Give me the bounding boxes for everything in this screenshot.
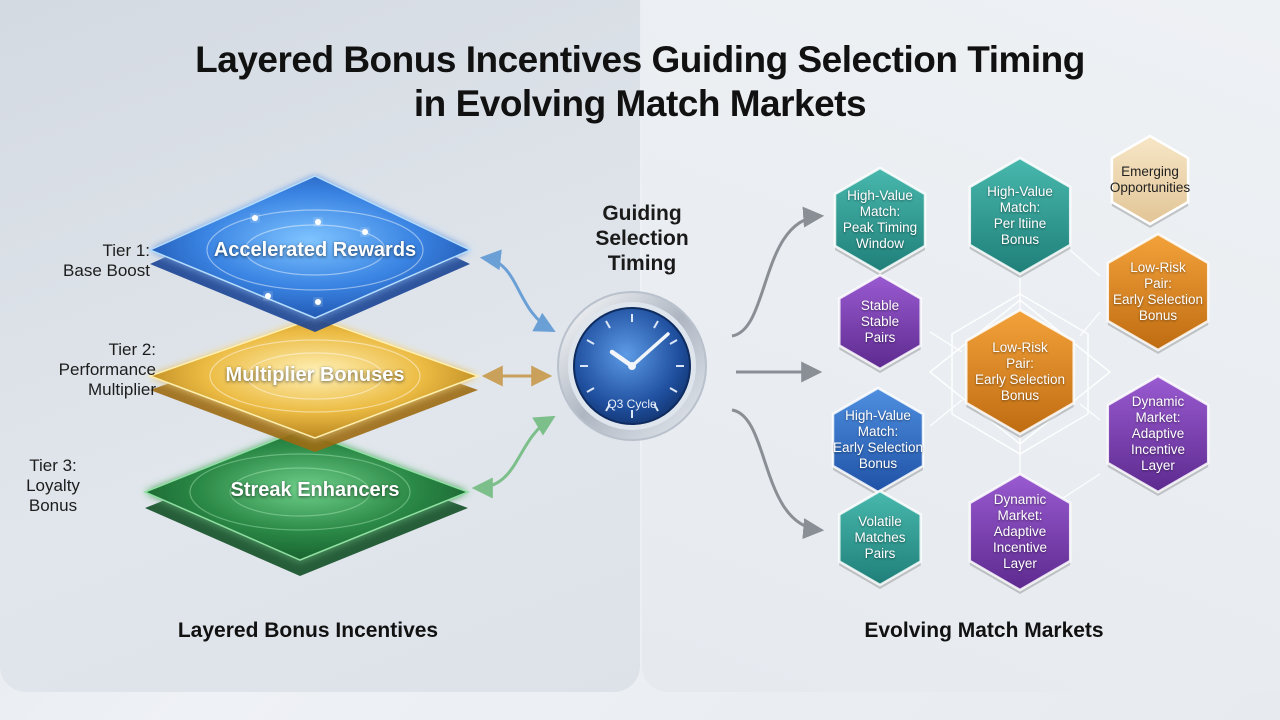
- page-title: Layered Bonus Incentives Guiding Selecti…: [0, 38, 1280, 126]
- market-label-line: Pairs: [864, 330, 896, 345]
- market-label-line: Bonus: [1000, 232, 1040, 247]
- market-label-line: Dynamic: [1131, 394, 1185, 409]
- market-label-line: Bonus: [1138, 308, 1178, 323]
- clock-cycle-label: Q3 Cycle: [607, 397, 657, 411]
- market-label-line: Peak Timing: [842, 220, 918, 235]
- tier-2-line-1: Tier 2:: [108, 340, 156, 359]
- market-label-line: High-Value: [845, 408, 911, 423]
- market-hex-m6[interactable]: [965, 308, 1075, 436]
- market-label-line: High-Value: [987, 184, 1053, 199]
- market-hex-m3[interactable]: [1110, 134, 1190, 226]
- right-section-label: Evolving Match Markets: [864, 619, 1104, 642]
- market-label-line: Stable: [860, 298, 900, 313]
- market-label-line: Early Selection: [1112, 292, 1204, 307]
- tier-1-line-1: Tier 1:: [102, 241, 150, 260]
- market-label-line: Matches: [854, 530, 906, 545]
- layer-1-label: Accelerated Rewards: [213, 239, 417, 261]
- market-label-line: Volatile: [858, 514, 902, 529]
- market-label-line: Early Selection: [832, 440, 924, 455]
- title-line-1: Layered Bonus Incentives Guiding Selecti…: [195, 39, 1085, 80]
- guiding-line-1: Guiding: [602, 202, 682, 225]
- market-hexagons: [831, 134, 1210, 594]
- layer-multiplier-bonuses: [147, 317, 481, 452]
- market-hex-m5[interactable]: [838, 273, 922, 371]
- arrow-clock-to-bottom: [731, 408, 825, 540]
- tier-3-line-3: Bonus: [28, 496, 78, 515]
- market-label-line: Bonus: [858, 456, 898, 471]
- market-label-line: Low-Risk: [992, 340, 1048, 355]
- market-label-line: Market:: [1135, 410, 1181, 425]
- market-label-line: Window: [855, 236, 904, 251]
- market-hex-m10[interactable]: [968, 472, 1072, 592]
- layer-3-label: Streak Enhancers: [230, 479, 400, 501]
- arrow-clock-to-top: [731, 206, 825, 338]
- market-label-line: Pair:: [1006, 356, 1034, 371]
- layer-2-label: Multiplier Bonuses: [225, 364, 405, 386]
- title-line-2: in Evolving Match Markets: [413, 83, 867, 124]
- arrow-tier3-to-clock: [471, 415, 556, 499]
- market-label-line: Pair:: [1144, 276, 1172, 291]
- tier-1-line-2: Base Boost: [63, 261, 150, 280]
- market-label-line: Low-Risk: [1130, 260, 1186, 275]
- layer-streak-enhancers: [143, 429, 471, 576]
- tier-3-line-2: Loyalty: [26, 476, 80, 495]
- tier-1-label: Tier 1: Base Boost: [0, 241, 150, 281]
- tier-2-line-2: Performance: [58, 360, 156, 379]
- market-label-line: Layer: [1141, 458, 1175, 473]
- market-label-line: Match:: [859, 204, 901, 219]
- layer-accelerated-rewards: [148, 175, 472, 332]
- market-label-line: Bonus: [1000, 388, 1040, 403]
- guiding-line-2: Selection: [595, 227, 689, 250]
- right-panel: [642, 0, 1280, 692]
- market-hex-m4[interactable]: [1106, 232, 1210, 352]
- tier-3-line-1: Tier 3:: [29, 456, 77, 475]
- market-label-line: High-Value: [847, 188, 913, 203]
- market-label-line: Incentive: [1130, 442, 1186, 457]
- market-label-line: Match:: [999, 200, 1041, 215]
- tier-2-line-3: Multiplier: [87, 380, 156, 399]
- clock-icon: [557, 291, 707, 441]
- market-label-line: Emerging: [1121, 164, 1179, 179]
- market-hex-m2[interactable]: [968, 156, 1072, 276]
- guiding-label: Guiding Selection Timing: [562, 201, 722, 276]
- tier-2-label: Tier 2: Performance Multiplier: [6, 340, 156, 400]
- market-label-line: Market:: [997, 508, 1043, 523]
- market-label-line: Layer: [1003, 556, 1037, 571]
- market-label-line: Adaptive: [993, 524, 1047, 539]
- market-label-line: Adaptive: [1131, 426, 1185, 441]
- market-label-line: Stable: [860, 314, 900, 329]
- market-label-line: Incentive: [992, 540, 1048, 555]
- market-hex-m8[interactable]: [1106, 374, 1210, 494]
- market-hex-m1[interactable]: [833, 166, 927, 274]
- market-label-line: Opportunities: [1109, 180, 1191, 195]
- market-label-line: Per ltiine: [993, 216, 1047, 231]
- guiding-line-3: Timing: [607, 252, 677, 275]
- market-label-line: Pairs: [864, 546, 896, 561]
- tier-3-label: Tier 3: Loyalty Bonus: [0, 456, 128, 516]
- market-hex-m9[interactable]: [838, 489, 922, 587]
- market-label-line: Early Selection: [974, 372, 1066, 387]
- market-label-line: Match:: [857, 424, 899, 439]
- market-label-line: Dynamic: [993, 492, 1047, 507]
- left-section-label: Layered Bonus Incentives: [177, 619, 439, 642]
- arrow-tier1-to-clock: [479, 249, 556, 333]
